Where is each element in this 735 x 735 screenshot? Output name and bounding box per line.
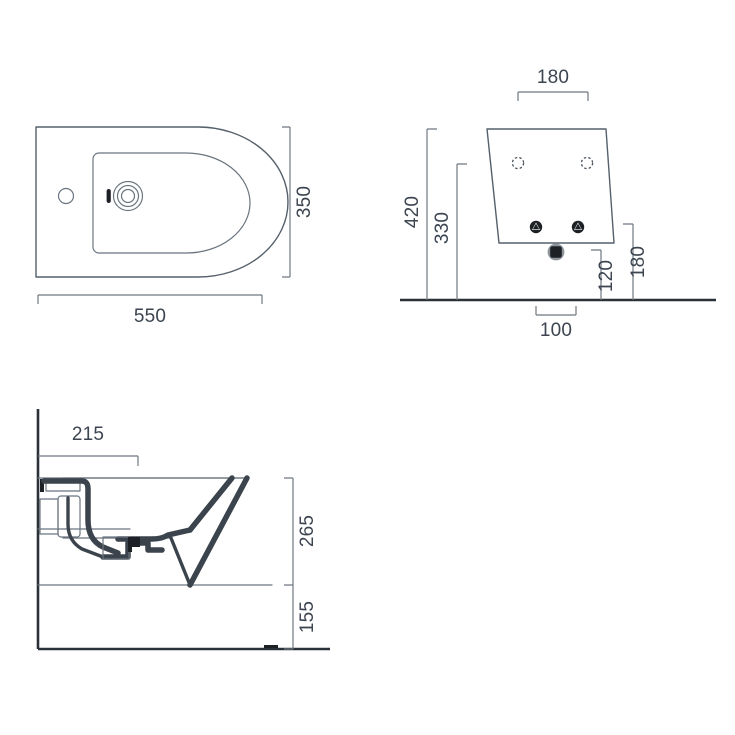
side-rim-line	[187, 475, 235, 533]
dimension-215: 215	[38, 424, 139, 466]
dimension-420-label: 420	[402, 196, 423, 228]
dimension-330: 330	[432, 163, 467, 300]
dimension-420-line	[426, 128, 437, 300]
siphon-trap-elbow	[128, 537, 140, 552]
dimension-550-line	[37, 294, 263, 304]
side-front-edge-line	[187, 475, 250, 588]
plan-bowl-outline	[92, 152, 251, 254]
dimension-155-label: 155	[297, 601, 318, 633]
dimension-550: 550	[37, 294, 263, 327]
dimension-180-top-label: 180	[537, 67, 569, 88]
dimension-180-right: 180	[623, 223, 649, 300]
dimension-420: 420	[402, 128, 437, 300]
dimension-330-label: 330	[432, 212, 453, 244]
drain-outer-ring-icon	[112, 180, 144, 212]
side-floor-mark	[264, 645, 278, 648]
tap-hole-icon	[57, 187, 75, 205]
front-view: 180 420 330 120 180 100	[400, 67, 716, 341]
drain-inner-ring-icon	[120, 188, 136, 204]
side-bowl-bottom-line	[169, 536, 192, 587]
side-view: 215 265 155	[36, 409, 330, 651]
dimension-350-line	[282, 126, 291, 278]
dimension-180-right-label: 180	[628, 246, 649, 278]
dimension-550-label: 550	[134, 306, 166, 327]
dimension-120: 120	[591, 249, 617, 300]
dimension-265-155-line	[284, 477, 294, 650]
plan-body-outline	[35, 126, 289, 278]
dimension-180-top: 180	[517, 67, 589, 101]
dimension-180-top-line	[517, 91, 589, 101]
siphon-trap-outer	[41, 478, 121, 556]
dimension-120-line	[591, 249, 602, 300]
dimension-100-label: 100	[540, 320, 572, 341]
dimension-265-155: 265 155	[284, 477, 318, 650]
plan-view: 350 550	[35, 126, 315, 327]
dimension-265-label: 265	[297, 515, 318, 547]
overflow-slot-icon	[106, 189, 111, 203]
dimension-350-label: 350	[294, 186, 315, 218]
fixing-hole-left-icon	[511, 156, 525, 170]
side-inlet-connection	[39, 478, 81, 538]
siphon-trap-outlet	[115, 527, 193, 542]
fixing-hole-right-icon	[580, 156, 594, 170]
siphon-trap-inner	[66, 496, 105, 559]
dimension-180-right-line	[623, 223, 634, 300]
dimension-330-line	[456, 163, 467, 300]
dimension-215-label: 215	[72, 424, 104, 445]
bolt-marker-left-icon	[529, 220, 543, 234]
dimension-100: 100	[535, 306, 577, 341]
dimension-100-line	[535, 306, 577, 316]
dimension-215-line	[38, 455, 139, 466]
bolt-marker-right-icon	[571, 220, 585, 234]
dimension-350: 350	[282, 126, 315, 278]
drain-mid-ring-icon	[116, 184, 140, 208]
front-body-outline	[486, 128, 615, 244]
waste-outlet-icon	[547, 243, 565, 261]
dimension-120-label: 120	[596, 260, 617, 292]
